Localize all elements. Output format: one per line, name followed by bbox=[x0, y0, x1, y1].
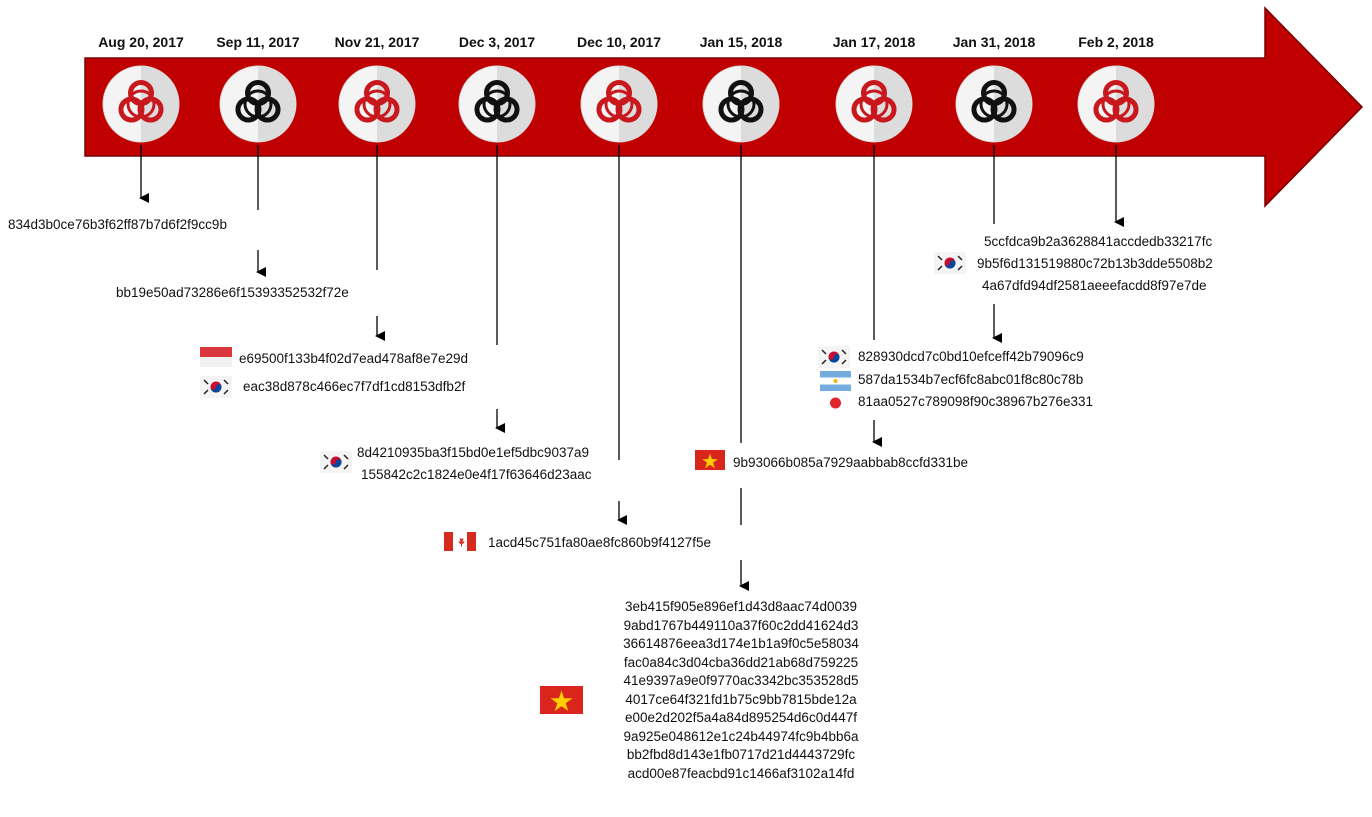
hash-sep11: bb19e50ad73286e6f15393352532f72e bbox=[116, 285, 349, 300]
biohazard-icon bbox=[955, 65, 1033, 143]
hash-dec3-a: 8d4210935ba3f15bd0e1ef5dbc9037a9 bbox=[357, 445, 589, 460]
south-korea-flag-1 bbox=[200, 376, 232, 398]
event-date: Aug 20, 2017 bbox=[98, 34, 184, 50]
japan-flag bbox=[820, 393, 851, 413]
biohazard-icon bbox=[702, 65, 780, 143]
hash-jan17-vn: 9b93066b085a7929aabbab8ccfd331be bbox=[733, 455, 968, 470]
hash-line: 3eb415f905e896ef1d43d8aac74d0039 bbox=[625, 599, 857, 614]
hash-line: 36614876eea3d174e1b1a9f0c5e58034 bbox=[623, 636, 859, 651]
hash-line: 9a925e048612e1c24b44974fc9b4bb6a bbox=[623, 728, 859, 744]
biohazard-icon bbox=[338, 65, 416, 143]
canada-flag bbox=[444, 532, 476, 551]
event-date: Nov 21, 2017 bbox=[334, 34, 420, 50]
event-date: Jan 17, 2018 bbox=[832, 34, 916, 50]
argentina-flag bbox=[820, 371, 851, 391]
hash-line: 41e9397a9e0f9770ac3342bc353528d5 bbox=[623, 673, 859, 688]
biohazard-icon bbox=[219, 65, 297, 143]
biohazard-icon bbox=[102, 65, 180, 143]
hash-jan17-a: 828930dcd7c0bd10efceff42b79096c9 bbox=[858, 349, 1084, 364]
south-korea-flag-3 bbox=[818, 346, 850, 368]
hash-feb2-a: 5ccfdca9b2a3628841accdedb33217fc bbox=[984, 234, 1213, 249]
event-date: Sep 11, 2017 bbox=[216, 34, 300, 50]
hash-line: fac0a84c3d04cba36dd21ab68d759225 bbox=[623, 654, 859, 670]
hash-nov21-b: eac38d878c466ec7f7df1cd8153dfb2f bbox=[243, 379, 466, 394]
hash-feb2-c: 4a67dfd94df2581aeeefacdd8f97e7de bbox=[982, 278, 1207, 293]
vietnam-flag-1 bbox=[695, 450, 725, 470]
event-date: Dec 3, 2017 bbox=[458, 34, 536, 50]
hash-aug20: 834d3b0ce76b3f62ff87b7d6f2f9cc9b bbox=[8, 217, 227, 232]
hash-line: bb2fbd8d143e1fb0717d21d4443729fc bbox=[626, 747, 856, 762]
hash-line: 4017ce64f321fd1b75c9bb7815bde12a bbox=[625, 691, 857, 707]
hash-dec3-b: 155842c2c1824e0e4f17f63646d23aac bbox=[361, 467, 592, 482]
biohazard-icon bbox=[458, 65, 536, 143]
hash-dec10: 1acd45c751fa80ae8fc860b9f4127f5e bbox=[488, 535, 711, 550]
indonesia-flag bbox=[200, 347, 232, 367]
biohazard-icon bbox=[580, 65, 658, 143]
hash-jan17-b: 587da1534b7ecf6fc8abc01f8c80c78b bbox=[858, 372, 1084, 387]
biohazard-icon bbox=[835, 65, 913, 143]
event-date: Dec 10, 2017 bbox=[576, 34, 662, 50]
south-korea-flag-4 bbox=[934, 252, 966, 274]
hash-nov21-a: e69500f133b4f02d7ead478af8e7e29d bbox=[239, 351, 468, 366]
south-korea-flag-2 bbox=[320, 451, 352, 473]
biohazard-icon bbox=[1077, 65, 1155, 143]
hash-line: e00e2d202f5a4a84d895254d6c0d447f bbox=[625, 710, 857, 725]
hash-line: acd00e87feacbd91c1466af3102a14fd bbox=[627, 765, 855, 781]
vietnam-flag-2 bbox=[540, 686, 583, 714]
event-date: Jan 15, 2018 bbox=[699, 34, 783, 50]
hash-line: 9abd1767b449110a37f60c2dd41624d3 bbox=[623, 617, 859, 633]
hash-jan17-c: 81aa0527c789098f90c38967b276e331 bbox=[858, 394, 1093, 409]
hash-list-jan15: 3eb415f905e896ef1d43d8aac74d0039 9abd1767… bbox=[596, 598, 886, 783]
hash-feb2-b: 9b5f6d131519880c72b13b3dde5508b2 bbox=[977, 256, 1213, 271]
event-date: Feb 2, 2018 bbox=[1078, 34, 1154, 50]
event-date: Jan 31, 2018 bbox=[952, 34, 1036, 50]
